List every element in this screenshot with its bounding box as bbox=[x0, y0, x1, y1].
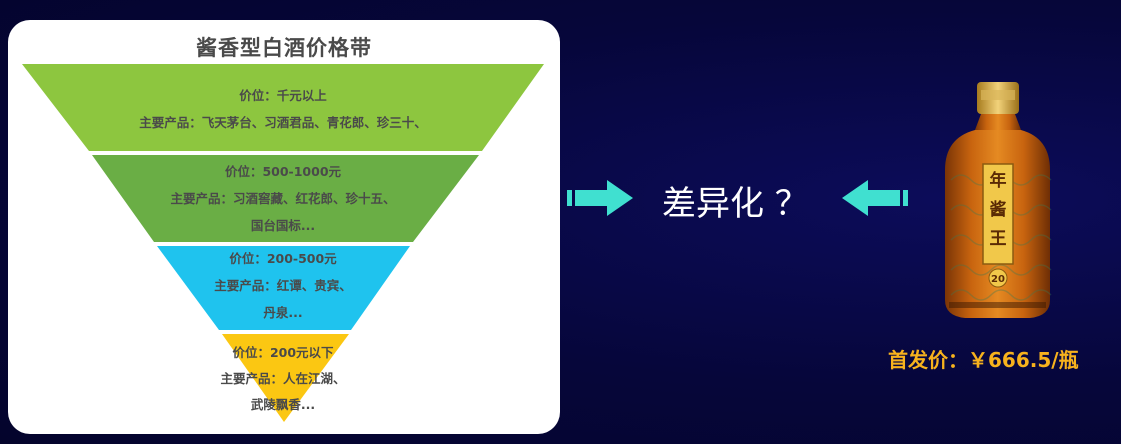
tier-3-price: 价位：200-500元 bbox=[229, 251, 337, 266]
tier-2-text: 价位：500-1000元 主要产品：习酒窖藏、红花郎、珍十五、 国台国标... bbox=[133, 158, 433, 239]
arrow-right-icon bbox=[567, 180, 633, 216]
svg-text:20: 20 bbox=[991, 274, 1005, 285]
tier-3-products: 主要产品：红谭、贵宾、 bbox=[214, 278, 352, 293]
tier-1-price: 价位：千元以上 bbox=[239, 88, 327, 103]
price-band-card: 酱香型白酒价格带 价位：千元以上 主要产品：飞天茅台、习酒君品、青花郎、珍三十、… bbox=[8, 20, 560, 434]
liquor-bottle-image: 年 酱 王 20 bbox=[945, 82, 1052, 318]
tier-2-price: 价位：500-1000元 bbox=[224, 164, 342, 179]
funnel-tier-2 bbox=[92, 155, 479, 242]
arrow-left-icon bbox=[842, 180, 908, 216]
tier-3-products-more: 丹泉... bbox=[263, 305, 303, 320]
tier-3-text: 价位：200-500元 主要产品：红谭、贵宾、 丹泉... bbox=[183, 245, 383, 326]
launch-price: 首发价：￥666.5/瓶 bbox=[888, 348, 1079, 372]
tier-2-products: 主要产品：习酒窖藏、红花郎、珍十五、 bbox=[170, 191, 396, 206]
svg-text:酱: 酱 bbox=[990, 199, 1007, 220]
tier-4-products: 主要产品：人在江湖、 bbox=[220, 371, 346, 386]
tier-2-products-more: 国台国标... bbox=[250, 218, 316, 233]
price-funnel bbox=[22, 64, 544, 422]
tier-4-text: 价位：200元以下 主要产品：人在江湖、 武陵飘香... bbox=[203, 340, 363, 418]
svg-text:年: 年 bbox=[990, 170, 1007, 191]
funnel-tier-4 bbox=[222, 334, 349, 422]
tier-1-text: 价位：千元以上 主要产品：飞天茅台、习酒君品、青花郎、珍三十、 bbox=[83, 82, 483, 136]
tier-1-products: 主要产品：飞天茅台、习酒君品、青花郎、珍三十、 bbox=[139, 115, 427, 130]
tier-4-products-more: 武陵飘香... bbox=[250, 397, 316, 412]
funnel-tier-1 bbox=[22, 64, 544, 151]
svg-text:王: 王 bbox=[990, 229, 1007, 249]
tier-4-price: 价位：200元以下 bbox=[232, 345, 334, 360]
card-title: 酱香型白酒价格带 bbox=[196, 36, 372, 60]
differentiation-question: 差异化 ？ bbox=[662, 184, 809, 224]
funnel-tier-3 bbox=[157, 246, 410, 330]
